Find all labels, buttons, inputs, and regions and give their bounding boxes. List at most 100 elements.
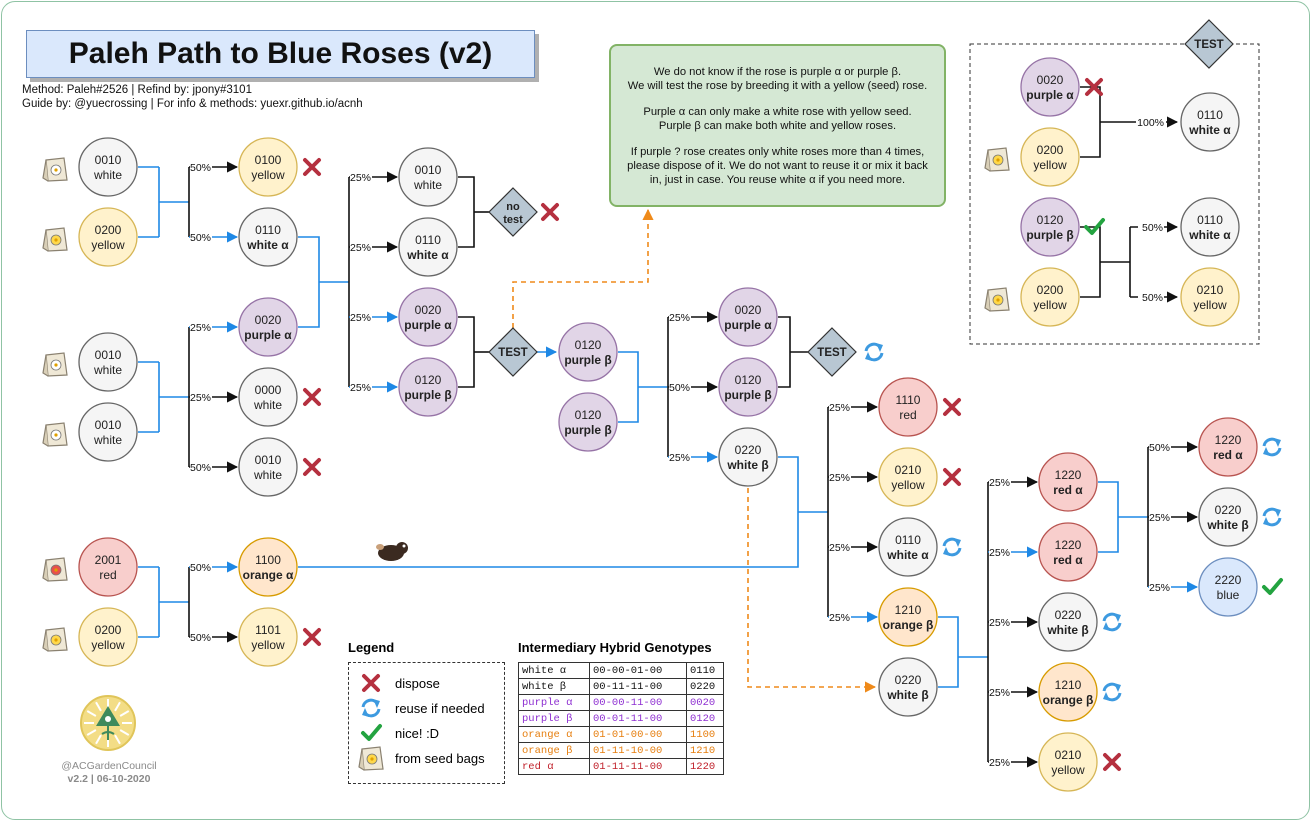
probability-label: 100% [1137, 117, 1164, 129]
guide-line: Guide by: @yuecrossing | For info & meth… [22, 98, 363, 110]
rose-circle [238, 367, 298, 427]
label-background [190, 160, 212, 173]
rose-name: red α [1053, 483, 1083, 497]
genotype-genes: 01-11-11-00 [589, 758, 687, 775]
genotype-name: white α [518, 662, 590, 679]
genotype-name: purple α [518, 694, 590, 711]
test-diamond: TEST [488, 327, 538, 377]
rose-circle [398, 147, 458, 207]
parent-connector [458, 176, 475, 248]
rose-code: 0220 [895, 673, 922, 687]
rose-circle [878, 447, 938, 507]
dispose-icon [303, 458, 321, 476]
nice-check-icon [1084, 218, 1105, 235]
label-background [350, 240, 372, 253]
page-title: Paleh Path to Blue Roses (v2) [68, 37, 493, 70]
rose-code: 0010 [95, 418, 122, 432]
note-line: Purple α can only make a white rose with… [643, 106, 912, 119]
council-name: @ACGardenCouncil [61, 760, 157, 772]
label-background [669, 450, 691, 463]
rose-name: yellow [251, 638, 285, 652]
rose-circle [238, 537, 298, 597]
legend-dispose-label: dispose [395, 676, 440, 691]
rose-name: white β [1046, 623, 1088, 637]
rose-code: 0010 [95, 153, 122, 167]
genotype-code: 1210 [686, 742, 724, 759]
probability-label: 25% [829, 612, 850, 624]
rose-circle [1038, 732, 1098, 792]
rose-name: orange β [883, 618, 934, 632]
rose-name: yellow [1033, 158, 1067, 172]
rose-circle [1020, 267, 1080, 327]
probability-label: 25% [829, 402, 850, 414]
dispose-icon [1085, 78, 1103, 96]
rose-name: purple β [724, 388, 771, 402]
rose-circle [1020, 197, 1080, 257]
rose-circle [238, 137, 298, 197]
rose-code: 0120 [1037, 213, 1064, 227]
rose-code: 0120 [575, 408, 602, 422]
rose-name: red [899, 408, 916, 422]
reuse-icon [1262, 437, 1282, 457]
rose-name: white β [886, 688, 928, 702]
parent-connector [298, 456, 799, 568]
label-background [190, 320, 212, 333]
label-background [350, 170, 372, 183]
rose-code: 0120 [735, 373, 762, 387]
nice-check-icon [361, 724, 382, 741]
legend-reuse-label: reuse if needed [395, 701, 485, 716]
genotype-name: red α [518, 758, 590, 775]
rose-circle [238, 437, 298, 497]
label-background [989, 475, 1011, 488]
rose-circle [238, 207, 298, 267]
rose-code: 0200 [95, 223, 122, 237]
probability-label: 50% [190, 462, 211, 474]
label-background [1149, 510, 1171, 523]
rose-name: white α [406, 248, 449, 262]
reuse-icon [864, 342, 884, 362]
test-note-arrow [747, 488, 877, 693]
genotype-genes: 00-00-11-00 [589, 694, 687, 711]
rose-code: 0100 [255, 153, 282, 167]
test-label: TEST [498, 347, 527, 359]
rose-name: orange β [1043, 693, 1094, 707]
rose-code: 2001 [95, 553, 122, 567]
rose-code: 0200 [1037, 283, 1064, 297]
rose-circle [718, 287, 778, 347]
parent-connector [298, 236, 320, 328]
rose-circle [718, 427, 778, 487]
label-background [350, 380, 372, 393]
title-box: Paleh Path to Blue Roses (v2) [26, 30, 535, 78]
seed-bag-icon [42, 422, 68, 447]
rose-code: 1220 [1055, 538, 1082, 552]
seed-bag-icon [42, 157, 68, 182]
rose-name: red α [1053, 553, 1083, 567]
rose-circle [1198, 417, 1258, 477]
rose-circle [398, 287, 458, 347]
rose-name: white α [1188, 228, 1231, 242]
rose-code: 0110 [1197, 108, 1223, 122]
rose-code: 0210 [1197, 283, 1224, 297]
dispose-icon [303, 628, 321, 646]
seed-bag-icon [42, 627, 68, 652]
label-background [669, 380, 691, 393]
council-credit: @ACGardenCouncil v2.2 | 06-10-2020 [50, 760, 168, 786]
